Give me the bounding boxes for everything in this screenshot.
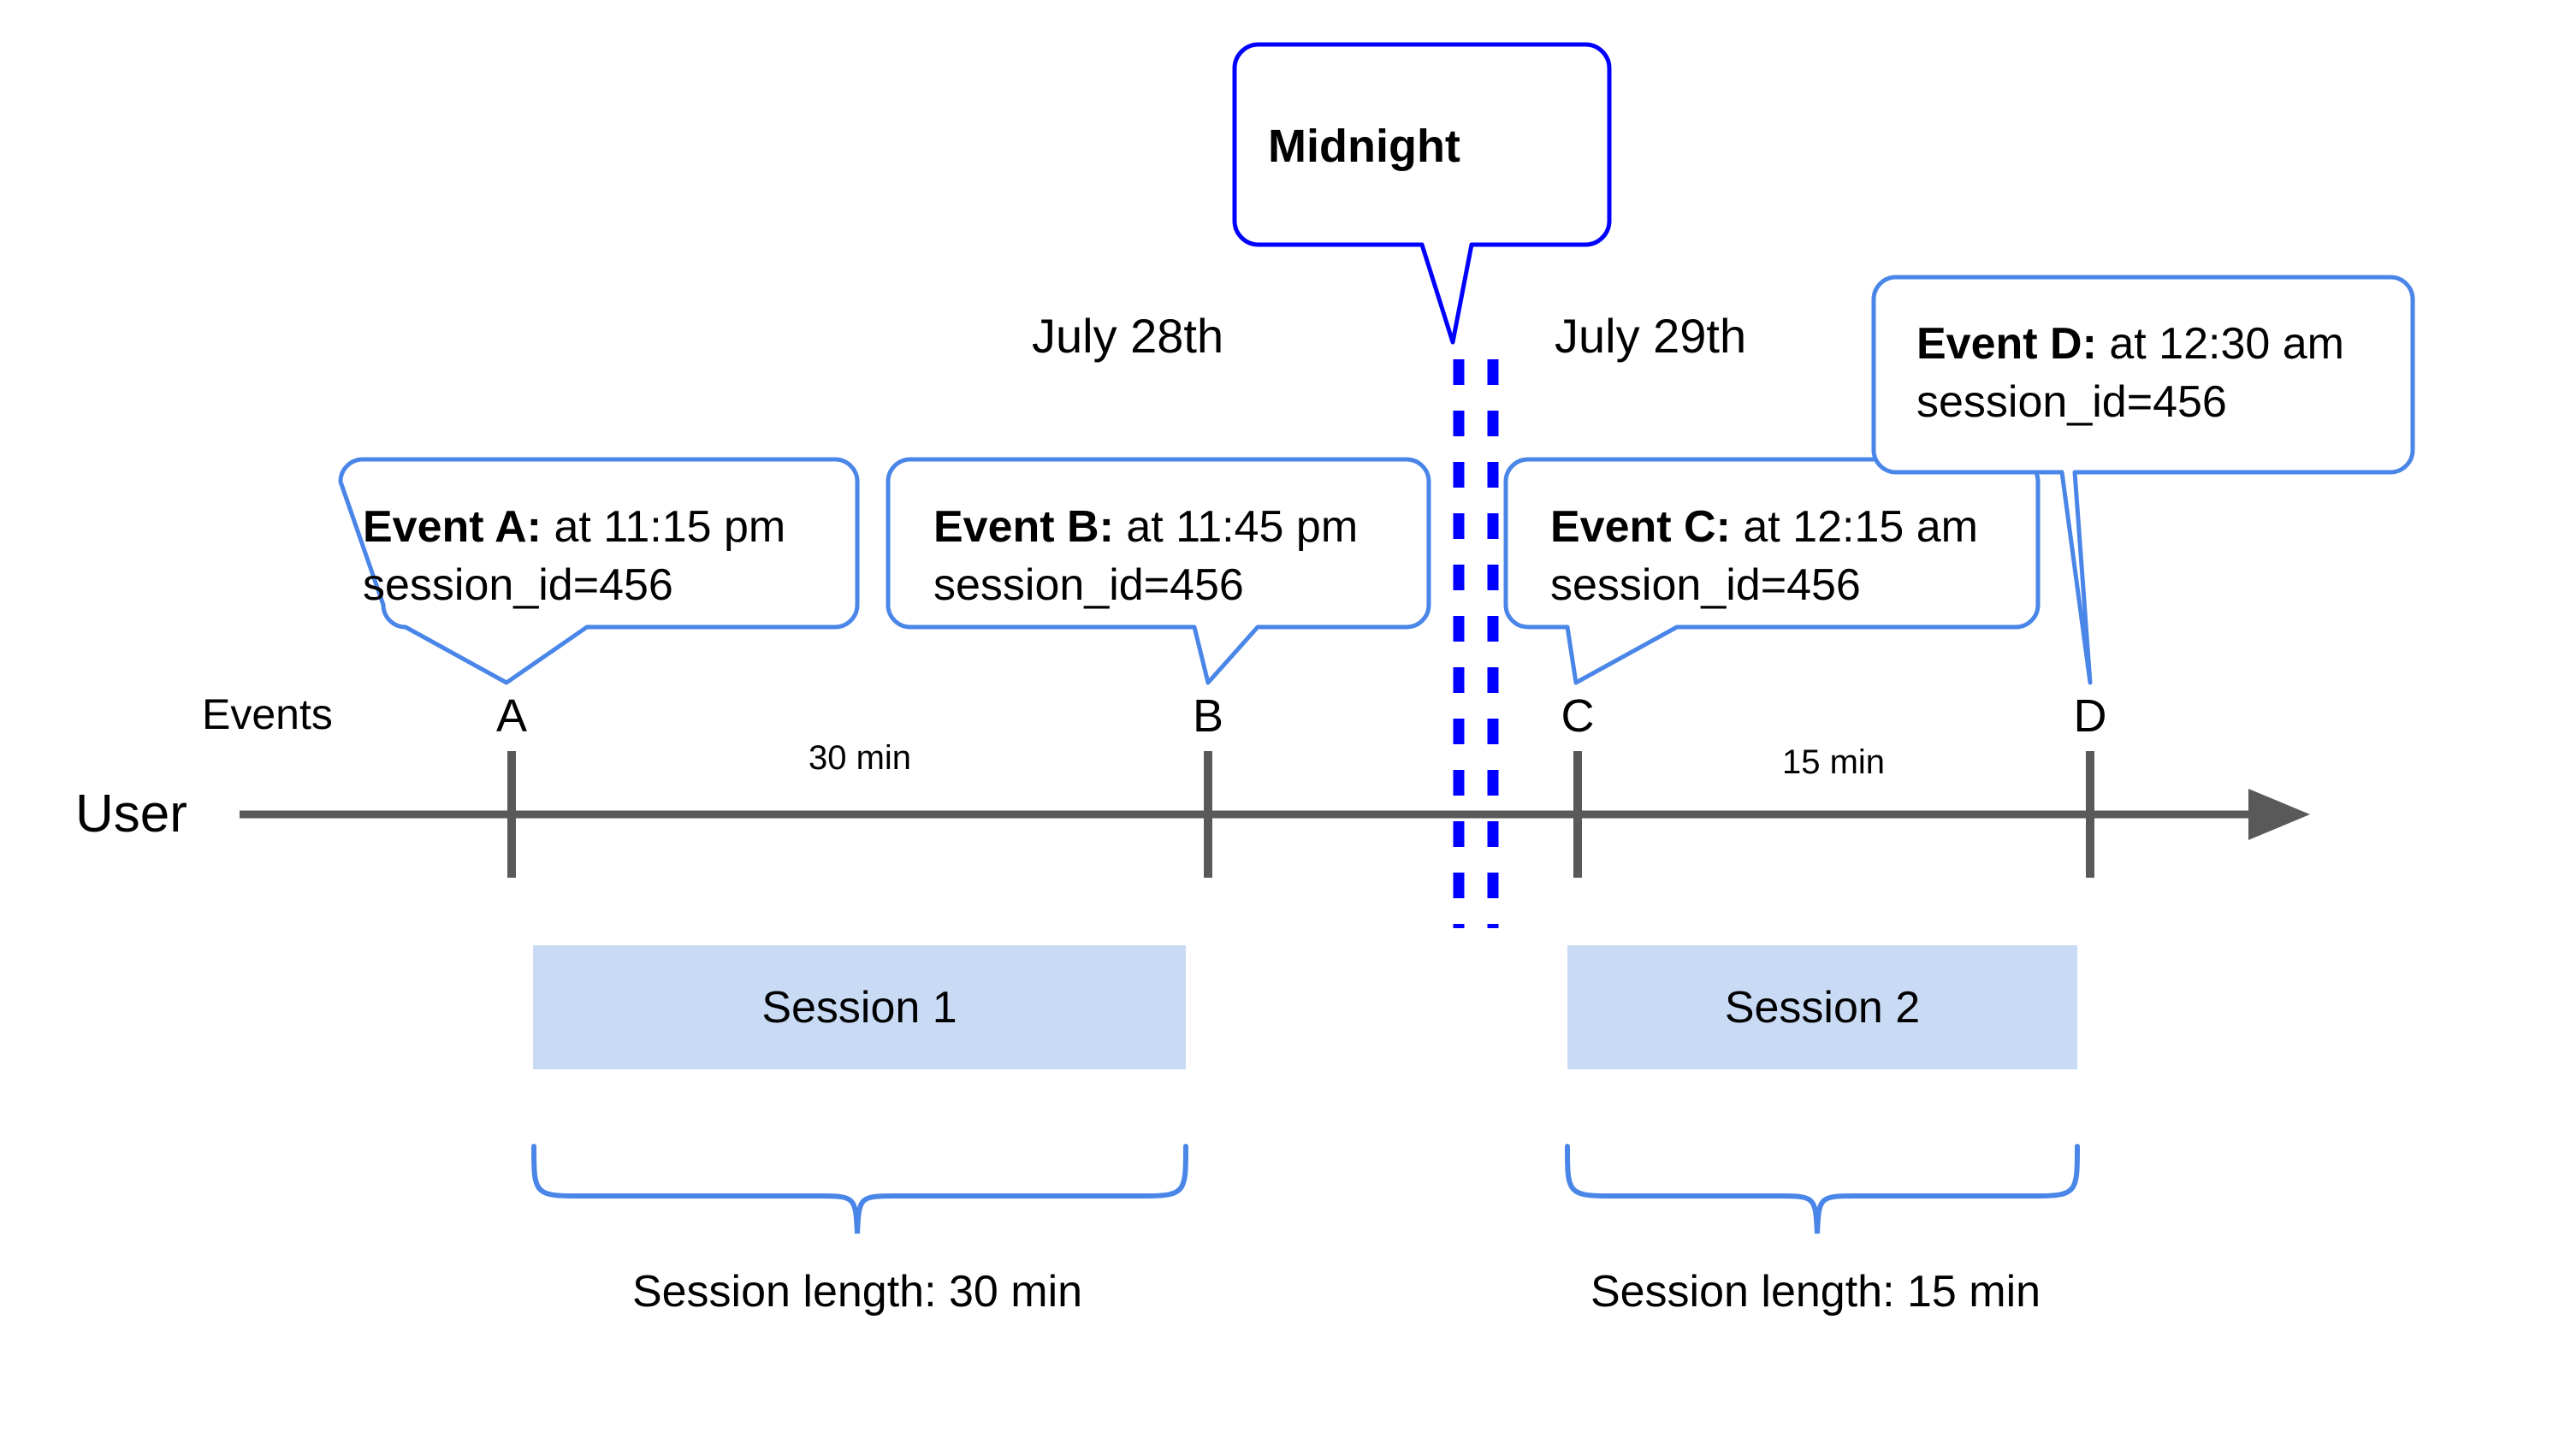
session-2-label: Session 2 [1724,982,1921,1033]
event-d-callout-line2: session_id=456 [1916,377,2227,427]
event-d-lead: Event D: [1916,319,2097,369]
event-b-callout-line2: session_id=456 [933,560,1244,610]
gap-label-a-b: 30 min [808,739,912,777]
tick-label-b: B [1192,690,1224,742]
lane-label-events: Events [202,690,333,738]
event-c-callout-line1: Event C: at 12:15 am [1550,501,1978,553]
midnight-label: Midnight [1268,121,1460,172]
event-b-callout-line1: Event B: at 11:45 pm [933,501,1358,553]
event-c-lead: Event C: [1550,502,1731,552]
axis-arrowhead [2248,789,2310,840]
event-d-callout-shape[interactable] [1871,275,2415,685]
event-c-callout-line2: session_id=456 [1550,560,1861,610]
user-timeline-axis [240,751,2310,878]
tick-label-d: D [2073,690,2107,742]
date-label-july-29: July 29th [1555,309,1747,363]
event-c-rest: at 12:15 am [1730,502,1978,552]
event-b-lead: Event B: [933,502,1114,552]
event-a-lead: Event A: [363,502,542,552]
session-2-brace [1565,1144,2080,1234]
midnight-callout-shape[interactable] [1232,42,1612,345]
event-d-rest: at 12:30 am [2096,319,2344,369]
event-a-callout-shape[interactable] [338,457,860,685]
event-a-rest: at 11:15 pm [542,502,786,552]
tick-label-c: C [1561,690,1595,742]
gap-label-c-d: 15 min [1781,743,1886,781]
event-b-callout-shape[interactable] [886,457,1431,685]
lane-label-user: User [75,784,187,843]
event-d-callout-line1: Event D: at 12:30 am [1916,318,2344,370]
event-b-rest: at 11:45 pm [1113,502,1359,552]
event-c-callout-shape[interactable] [1503,457,2041,685]
event-a-callout-line2: session_id=456 [363,560,673,610]
tick-label-a: A [495,690,528,742]
midnight-divider-lines [1453,359,1499,928]
date-label-july-28: July 28th [1032,309,1224,363]
session-1-bar[interactable]: Session 1 [533,945,1186,1069]
session-2-bar[interactable]: Session 2 [1567,945,2077,1069]
session-1-length-caption: Session length: 30 min [631,1267,1083,1317]
session-2-length-caption: Session length: 15 min [1590,1267,2041,1317]
session-1-label: Session 1 [761,982,957,1033]
session-1-brace [531,1144,1188,1234]
event-a-callout-line1: Event A: at 11:15 pm [363,501,785,553]
